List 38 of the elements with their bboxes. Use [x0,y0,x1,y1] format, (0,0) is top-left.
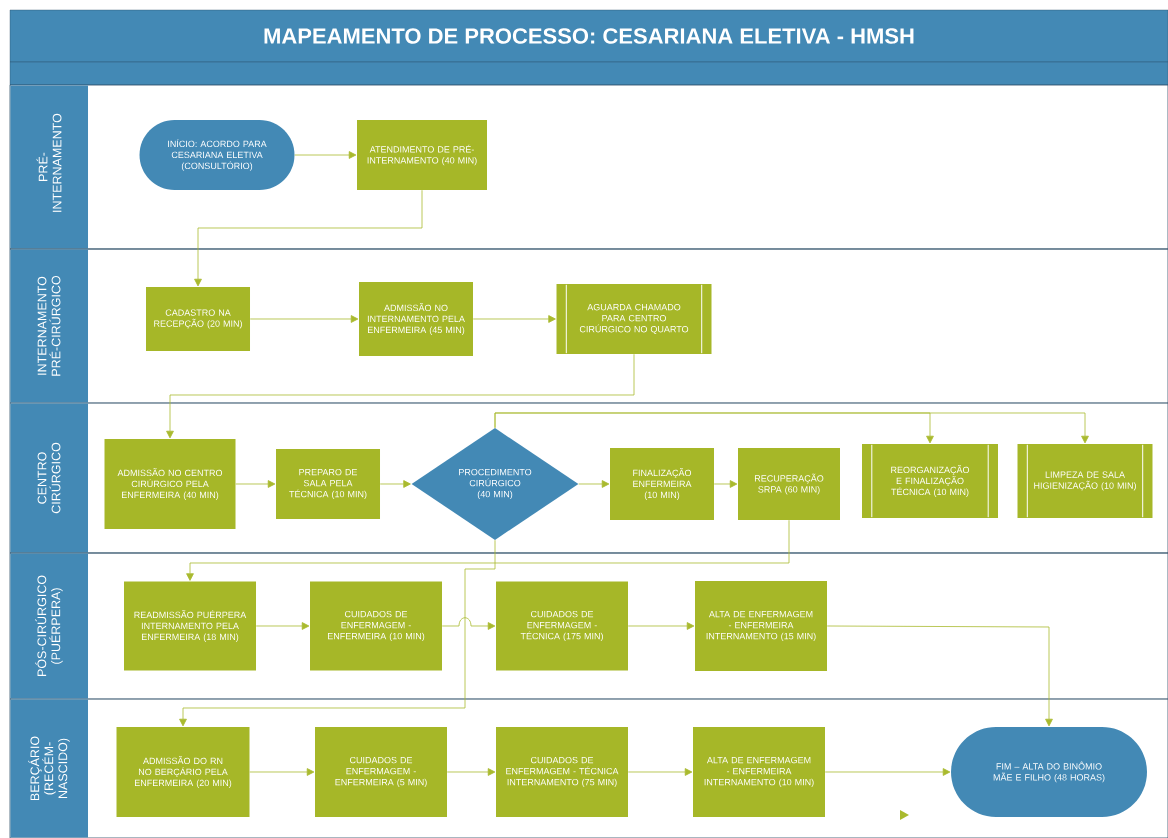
process-box: CUIDADOS DE ENFERMAGEM - TÉCNICA (175 MIN) [496,581,628,671]
arrow [179,539,496,727]
arrow [494,412,1089,444]
arrow [446,768,496,776]
arrow [166,353,635,439]
process-box: ALTA DE ENFERMAGEM - ENFERMEIRA INTERNAMENTO (15 MIN) [695,581,827,671]
arrow [194,189,423,287]
arrow [249,315,359,323]
process-box: CADASTRO NA RECEPÇÃO (20 MIN) [146,287,250,351]
subprocess-box: REORGANIZAÇÃO E FINALIZAÇÃO TÉCNICA (10 MIN) [862,444,998,518]
process-box: ATENDIMENTO DE PRÉ-INTERNAMENTO (40 MIN) [357,120,487,190]
arrow [235,480,276,488]
arrow [294,151,357,159]
process-box: PREPARO DE SALA PELA TÉCNICA (10 MIN) [276,449,380,519]
process-box: CUIDADOS DE ENFERMAGEM - ENFERMEIRA (10 MIN) [310,581,442,671]
arrow [824,768,951,776]
arrow [627,768,693,776]
arrow [472,315,556,323]
process-box: CUIDADOS DE ENFERMAGEM - ENFERMEIRA (5 MIN) [315,727,447,817]
process-box: READMISSÃO PUÉRPERA INTERNAMENTO PELA ENFERMEIRA (18 MIN) [124,581,256,671]
process-box: FINALIZAÇÃO ENFERMEIRA (10 MIN) [610,448,714,520]
subprocess-box: AGUARDA CHAMADO PARA CENTRO CIRÚRGICO NO QUARTO [556,284,712,354]
arrow [186,519,790,581]
arrow [255,622,310,630]
arrow [379,480,411,488]
arrow [249,768,315,776]
process-box: ADMISSÃO NO INTERNAMENTO PELA ENFERMEIRA (45 MIN) [359,282,473,356]
process-box: ALTA DE ENFERMAGEM - ENFERMEIRA INTERNAMENTO (10 MIN) [693,727,825,817]
arrow [627,622,695,630]
arrow [713,480,738,488]
arrow [441,617,496,630]
process-box: CUIDADOS DE ENFERMAGEM - TÉCNICA INTERNAMENTO (75 MIN) [496,727,628,817]
process-box: ADMISSÃO DO RN NO BERÇÁRIO PELA ENFERMEIRA (20 MIN) [116,727,250,817]
subprocess-box: LIMPEZA DE SALA HIGIENIZAÇÃO (10 MIN) [1017,444,1153,518]
arrow [578,480,610,488]
process-box: ADMISSÃO NO CENTRO CIRÚRGICO PELA ENFERMEIRA (40 MIN) [104,439,236,529]
arrow [826,625,1053,727]
process-box: RECUPERAÇÃO SRPA (60 MIN) [738,448,840,520]
